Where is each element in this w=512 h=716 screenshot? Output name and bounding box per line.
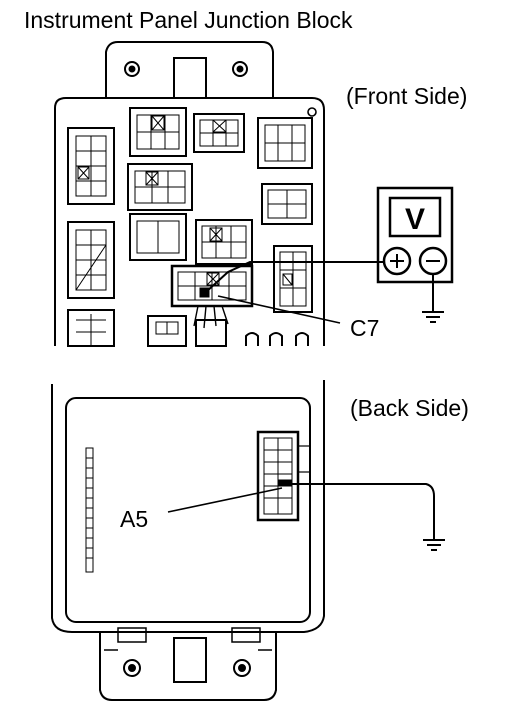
diagram-title: Instrument Panel Junction Block [24, 7, 353, 33]
connector-label-a5: A5 [120, 506, 148, 532]
connector-label-c7: C7 [350, 315, 379, 341]
front-side-label: (Front Side) [346, 83, 467, 109]
front-side-block [54, 41, 325, 347]
back-side-block [51, 380, 325, 701]
back-side-label: (Back Side) [350, 395, 469, 421]
ground-symbol-icon [423, 539, 445, 551]
voltmeter-symbol: V [405, 203, 425, 236]
ground-symbol-icon [422, 311, 444, 323]
